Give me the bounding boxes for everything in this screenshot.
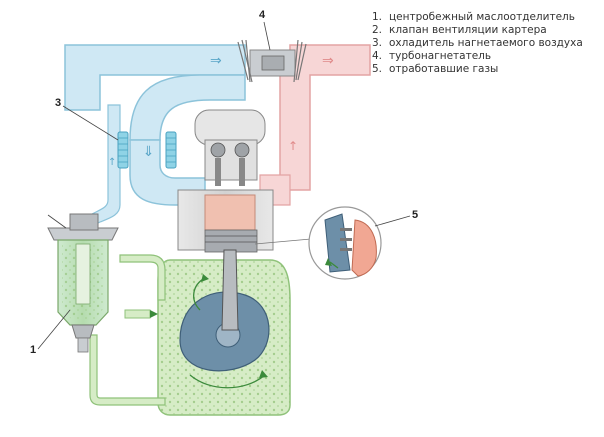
svg-text:отработавшие газы: отработавшие газы (389, 63, 498, 75)
turbocharger (237, 39, 307, 83)
svg-text:↑: ↑ (288, 139, 298, 153)
legend: 1. центробежный маслоотделитель 2. клапа… (372, 11, 583, 75)
callout-1: 1 (30, 344, 36, 356)
cylinder-head (194, 109, 266, 186)
oil-separator (47, 213, 119, 353)
svg-text:1.: 1. (372, 11, 382, 23)
callout-4: 4 (259, 9, 266, 21)
legend-item: 2. клапан вентиляции картера (372, 24, 547, 36)
svg-text:↑: ↑ (108, 157, 116, 168)
svg-text:⇒: ⇒ (322, 53, 334, 69)
svg-text:5.: 5. (372, 63, 382, 75)
svg-text:турбонагнетатель: турбонагнетатель (389, 50, 491, 62)
svg-text:клапан вентиляции картера: клапан вентиляции картера (389, 24, 547, 36)
legend-item: 5. отработавшие газы (372, 63, 498, 75)
svg-text:⇒: ⇒ (140, 145, 156, 157)
svg-text:⇒: ⇒ (210, 53, 222, 69)
callouts: 4 3 5 1 (30, 9, 418, 356)
svg-text:4.: 4. (372, 50, 382, 62)
engine-block (177, 189, 274, 253)
oil-gas-lines (89, 254, 166, 406)
blow-by-inset (254, 206, 382, 280)
crankcase (157, 249, 291, 416)
svg-text:охладитель нагнетаемого воздух: охладитель нагнетаемого воздуха (389, 37, 583, 49)
legend-item: 1. центробежный маслоотделитель (372, 11, 575, 23)
svg-text:2.: 2. (372, 24, 382, 36)
svg-text:3.: 3. (372, 37, 382, 49)
callout-3: 3 (55, 97, 61, 109)
svg-text:центробежный маслоотделитель: центробежный маслоотделитель (389, 11, 575, 23)
charge-air-cooler (117, 131, 177, 169)
callout-5: 5 (412, 209, 418, 221)
legend-item: 3. охладитель нагнетаемого воздуха (372, 37, 583, 49)
legend-item: 4. турбонагнетатель (372, 50, 491, 62)
